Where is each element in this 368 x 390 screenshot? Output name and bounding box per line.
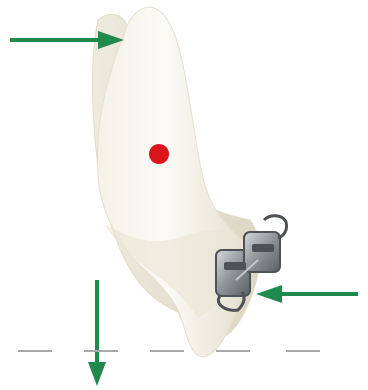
dot-icon: [149, 144, 169, 164]
arrow-left-icon: [256, 285, 358, 303]
arrow-down-icon: [88, 280, 106, 386]
